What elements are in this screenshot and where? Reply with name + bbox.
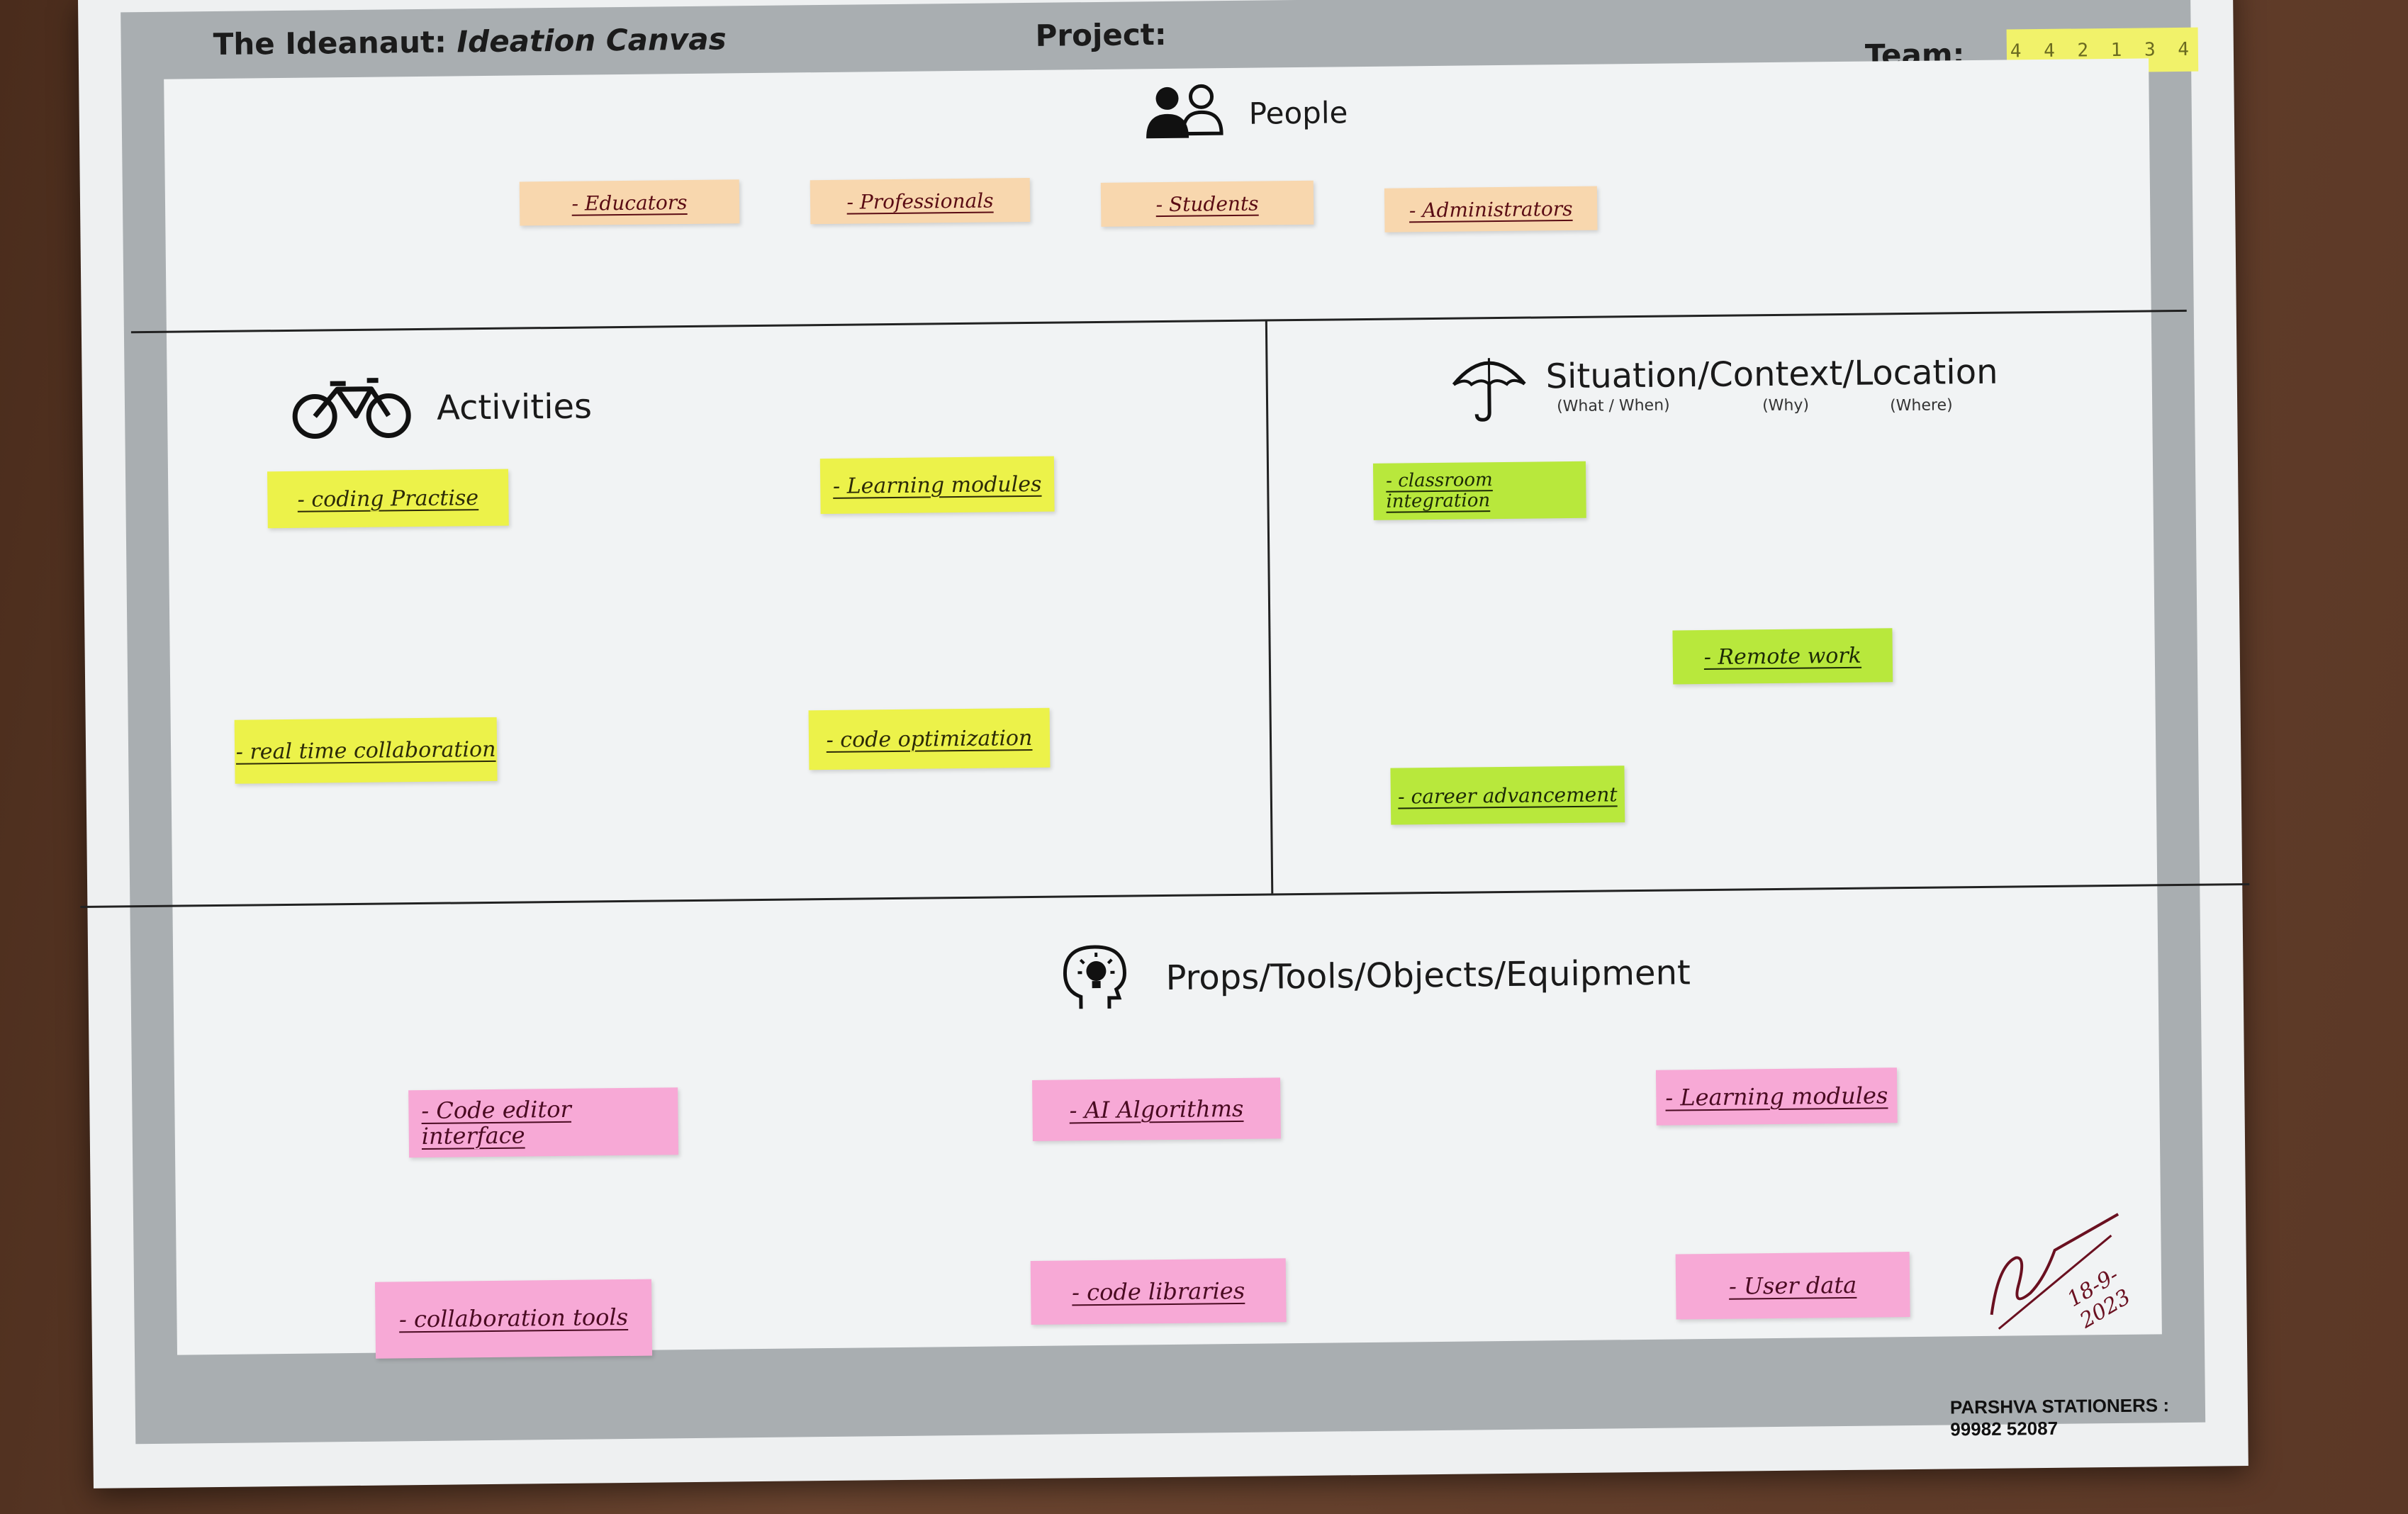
situation-note-classroom-integration: - classroom integration — [1372, 461, 1586, 520]
people-note-students: - Students — [1100, 180, 1314, 227]
situation-sublabel-why: (Why) — [1762, 396, 1810, 415]
props-note-user-data: - User data — [1675, 1252, 1910, 1320]
stationer-footer: PARSHVA STATIONERS : 99982 52087 — [1949, 1394, 2170, 1440]
props-note-learning-modules: - Learning modules — [1655, 1067, 1898, 1126]
props-note-code-libraries: - code libraries — [1030, 1258, 1287, 1325]
props-title: Props/Tools/Objects/Equipment — [1165, 953, 1691, 999]
situation-note-remote-work: - Remote work — [1672, 628, 1893, 685]
head-lightbulb-icon — [1063, 945, 1126, 1009]
canvas-title: The Ideanaut: Ideation Canvas — [213, 21, 726, 62]
situation-note-career-advancement: - career advancement — [1390, 766, 1625, 825]
canvas-frame: The Ideanaut: Ideation Canvas Project: T… — [80, 0, 2250, 1445]
umbrella-icon — [1452, 358, 1526, 422]
situation-sublabel-what-when: (What / When) — [1556, 396, 1670, 416]
people-title: People — [1248, 95, 1348, 131]
people-note-professionals: - Professionals — [810, 177, 1031, 225]
props-note-collaboration-tools: - collaboration tools — [374, 1279, 653, 1359]
people-icon — [1146, 84, 1223, 139]
divider-props — [80, 882, 2250, 909]
canvas-grid: People - Educators - Professionals - Stu… — [80, 58, 2250, 1359]
props-note-code-editor-interface: - Code editor interface — [408, 1087, 679, 1158]
ideation-canvas-sheet: The Ideanaut: Ideation Canvas Project: T… — [78, 0, 2250, 1488]
activity-note-learning-modules: - Learning modules — [819, 456, 1055, 515]
bicycle-icon — [292, 378, 411, 439]
people-note-educators: - Educators — [519, 179, 740, 226]
divider-people — [130, 309, 2187, 334]
activities-title: Activities — [436, 386, 593, 428]
divider-activities-situation — [1265, 319, 1274, 894]
handwritten-signature — [1990, 1213, 2119, 1330]
situation-title: Situation/Context/Location — [1545, 352, 1998, 397]
activity-note-real-time-collaboration: - real time collaboration — [234, 717, 498, 784]
situation-sublabel-where: (Where) — [1890, 396, 1953, 415]
canvas-title-italic: Ideation Canvas — [457, 21, 727, 60]
activity-note-code-optimization: - code optimization — [808, 707, 1051, 770]
props-note-ai-algorithms: - AI Algorithms — [1032, 1077, 1281, 1141]
people-note-administrators: - Administrators — [1384, 186, 1598, 232]
canvas-title-prefix: The Ideanaut: — [213, 24, 457, 62]
activity-note-coding-practise: - coding Practise — [267, 469, 509, 529]
project-label: Project: — [1035, 16, 1167, 53]
